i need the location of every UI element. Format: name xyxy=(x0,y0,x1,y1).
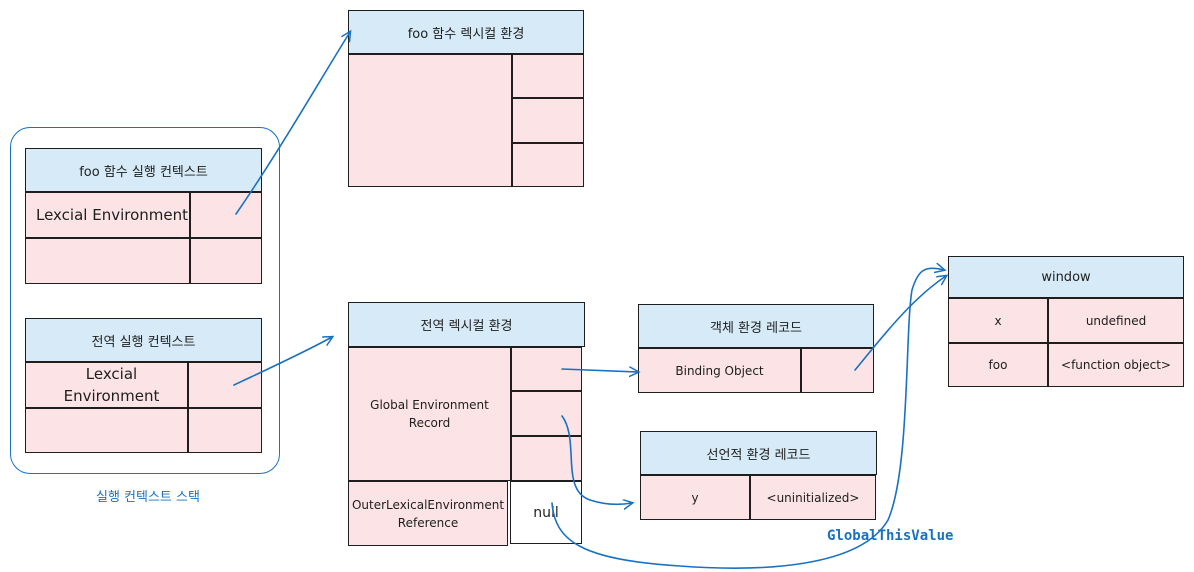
window-title: window xyxy=(948,256,1184,298)
foo-context-empty-slot xyxy=(25,238,190,284)
window-row-value: <function object> xyxy=(1048,343,1184,387)
global-lexical-env-title: 전역 렉시컬 환경 xyxy=(348,302,585,347)
global-record-this-slot xyxy=(511,436,582,481)
global-record-object-slot xyxy=(511,347,582,391)
outer-reference-null: null xyxy=(510,481,582,544)
global-record-declarative-slot xyxy=(511,391,582,436)
foo-context-lexical-env-pointer xyxy=(190,192,262,238)
global-context-empty-pointer xyxy=(188,408,262,453)
global-environment-record: Global Environment Record xyxy=(348,347,511,481)
foo-context-lexical-env: Lexcial Environment xyxy=(25,192,190,238)
foo-lexical-env-title: foo 함수 렉시컬 환경 xyxy=(348,10,584,54)
window-row-key: x xyxy=(948,298,1048,343)
declarative-record-title: 선언적 환경 레코드 xyxy=(640,431,877,475)
object-record-title: 객체 환경 레코드 xyxy=(638,304,874,348)
global-context-empty-slot xyxy=(25,408,188,453)
execution-context-stack xyxy=(10,127,280,474)
foo-lexical-env-slot-1 xyxy=(512,54,584,98)
outer-lexical-env-reference: OuterLexicalEnvironment Reference xyxy=(348,481,508,546)
binding-object-pointer xyxy=(801,348,874,393)
foo-lexical-env-slot-3 xyxy=(512,143,584,187)
window-row-value: undefined xyxy=(1048,298,1184,343)
window-row-key: foo xyxy=(948,343,1048,387)
global-context-lexical-env: Lexcial Environment xyxy=(25,362,188,408)
declarative-record-value: <uninitialized> xyxy=(750,475,876,520)
foo-context-title: foo 함수 실행 컨텍스트 xyxy=(25,148,262,192)
foo-context-empty-pointer xyxy=(190,238,262,284)
binding-object: Binding Object xyxy=(638,348,801,393)
global-context-lexical-env-pointer xyxy=(188,362,262,408)
global-this-value-label: GlobalThisValue xyxy=(827,528,954,544)
declarative-record-name: y xyxy=(640,475,750,520)
foo-lexical-env-record xyxy=(348,54,512,187)
global-context-title: 전역 실행 컨텍스트 xyxy=(25,318,262,362)
stack-caption: 실행 컨텍스트 스택 xyxy=(96,490,200,505)
foo-lexical-env-slot-2 xyxy=(512,98,584,143)
